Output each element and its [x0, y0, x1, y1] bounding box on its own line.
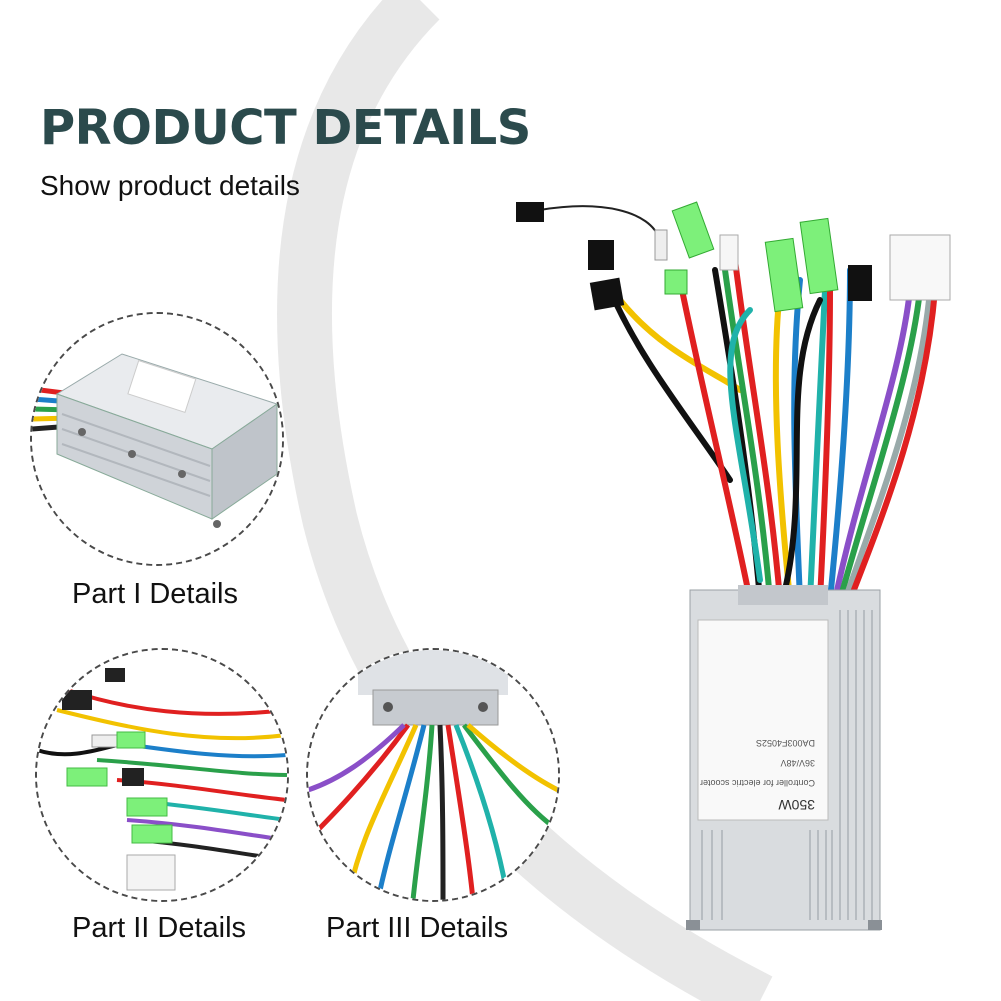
page-subtitle: Show product details [40, 170, 300, 201]
caption-part-2: Part II Details [72, 912, 247, 944]
detail-circle-part-3 [306, 648, 560, 902]
product-label-power: 350W [778, 797, 815, 813]
product-label-name: Controller for electric scooter [700, 778, 815, 788]
caption-part-1: Part I Details [72, 578, 238, 610]
product-label-voltage: 36V/48V [780, 758, 815, 768]
detail-circle-part-2 [35, 648, 289, 902]
page-title: PRODUCT DETAILS [40, 100, 531, 156]
controller-product-image: 350W Controller for electric scooter 36V… [516, 201, 951, 931]
caption-part-3: Part III Details [326, 912, 509, 944]
detail-circle-part-1 [30, 312, 284, 566]
connectors-closeup-image [37, 650, 287, 900]
controller-box-closeup-image [32, 314, 282, 564]
product-label-model: DA003F4052S [756, 738, 815, 748]
